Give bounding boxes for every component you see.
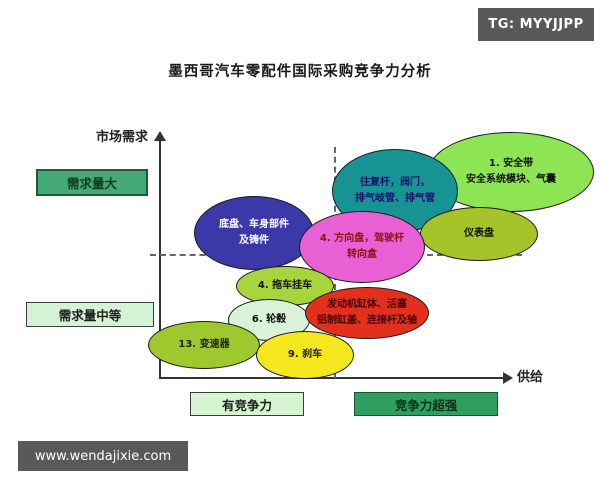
zone-label-competitive: 有竞争力 <box>190 392 304 416</box>
bubble-text-line: 安全系统模块、气囊 <box>466 174 556 185</box>
bubble-text-line: 4. 拖车挂车 <box>257 280 313 291</box>
bubble-text-line: 发动机缸体、活塞 <box>327 299 407 310</box>
bubble-text-line: 9. 刹车 <box>287 349 323 360</box>
zone-label-super-competitive: 竞争力超强 <box>354 392 498 416</box>
y-axis-label: 市场需求 <box>96 130 149 145</box>
bubble-chassis-body-castings: 底盘、车身部件 及铸件 <box>194 196 314 270</box>
zone-label-demand-high: 需求量大 <box>36 169 148 196</box>
y-axis-line <box>159 140 161 378</box>
watermark-text: www.wendajixie.com <box>34 448 172 464</box>
x-axis-label: 供给 <box>517 370 544 385</box>
bubble-text-line: 往复杆，阀门， <box>360 177 430 188</box>
bubble-transmissions: 13. 变速器 <box>148 321 260 369</box>
zone-label-text: 竞争力超强 <box>394 397 458 413</box>
zone-label-text: 需求量大 <box>66 176 117 191</box>
zone-label-text: 有竞争力 <box>221 397 272 413</box>
bubble-text-line: 排气岐管、排气管 <box>355 193 435 204</box>
bubble-engine-blocks-pistons: 发动机缸体、活塞 铝制缸盖、连接杆及轴 <box>305 287 429 339</box>
zone-label-text: 需求量中等 <box>58 308 122 323</box>
page-title: 墨西哥汽车零配件国际采购竞争力分析 <box>168 64 432 80</box>
arrow-up-icon <box>154 131 166 141</box>
bubble-instrument-panel: 仪表盘 <box>420 207 538 261</box>
zone-label-demand-medium: 需求量中等 <box>26 302 154 327</box>
bubble-text-line: 仪表盘 <box>464 228 494 239</box>
bubble-text-line: 及铸件 <box>239 235 269 246</box>
arrow-right-icon <box>503 372 513 384</box>
bubble-text-line: 铝制缸盖、连接杆及轴 <box>317 315 417 326</box>
bubble-text-line: 4. 方向盘，驾驶杆 <box>319 233 405 244</box>
bubble-text-line: 6. 轮毂 <box>251 314 287 325</box>
x-axis-line <box>159 377 505 379</box>
bubble-text-line: 1. 安全带 <box>488 158 534 169</box>
bubble-text-line: 转向盒 <box>347 249 377 260</box>
watermark-url: www.wendajixie.com <box>18 441 188 471</box>
bubble-brakes: 9. 刹车 <box>256 331 354 379</box>
bubble-steering-wheels-columns: 4. 方向盘，驾驶杆 转向盒 <box>299 211 425 283</box>
telegram-badge: TG: MYYJJPP <box>478 8 594 41</box>
bubble-text-line: 底盘、车身部件 <box>219 219 289 230</box>
telegram-badge-text: TG: MYYJJPP <box>488 17 584 32</box>
bubble-text-line: 13. 变速器 <box>178 339 230 350</box>
